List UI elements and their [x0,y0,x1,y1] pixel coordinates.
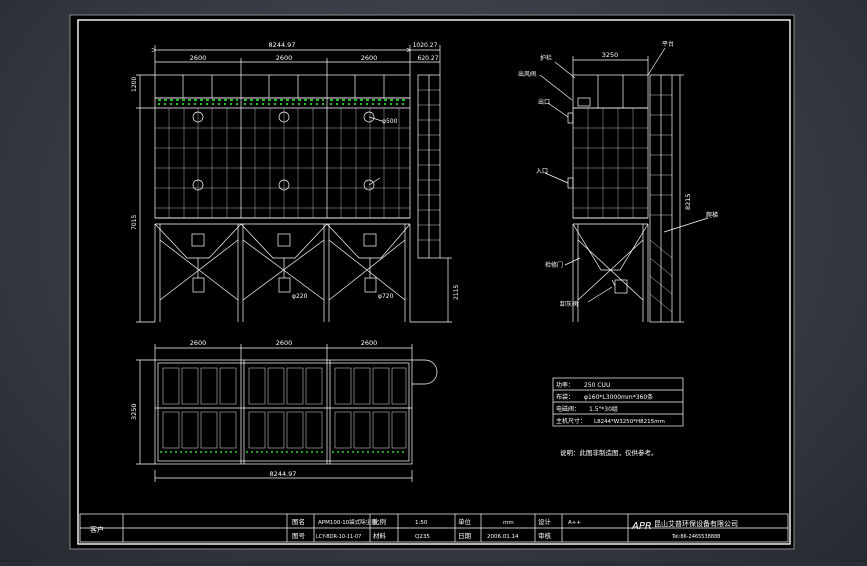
design-value: A++ [568,520,581,526]
front-view [136,45,452,323]
side-label-platform: 平台 [662,40,674,48]
drawing-note: 说明：此图非制造图，仅供参考。 [560,448,658,457]
plan-bay-width: 2600 [361,339,378,347]
spec-table [552,377,684,427]
drawing-name-label: 图名 [292,517,305,526]
unit-value: mm [503,520,514,526]
scale-label: 比例 [373,517,386,526]
front-overall-width: 8244.97 [269,41,296,49]
leg-height: 2115 [453,285,460,300]
client-label: 客户 [90,525,104,534]
spec-label: 电磁阀： [556,405,580,413]
design-label: 设计 [538,517,552,526]
ladder-width: 1020.27 [413,42,438,49]
spec-value: L8244*W3250*H8215mm [594,419,665,425]
spec-value: 250 CUU [584,382,610,389]
total-height: 7015 [131,215,138,230]
side-height: 8215 [684,193,692,210]
side-label-ladder: 爬梯 [706,211,718,219]
date-value: 2006.01.14 [487,534,519,540]
company-name: 昆山艾普环保设备有限公司 [654,519,738,528]
drawing-sheet [69,14,795,550]
top-height: 1200 [131,77,138,92]
side-label-discharge-valve: 卸灰阀 [560,300,578,308]
review-label: 审核 [538,531,552,540]
plan-bay-width: 2600 [190,339,207,347]
nozzle-label: φ500 [382,118,398,125]
company-tel: Tel:86-2465538888 [671,534,720,540]
front-bay-width: 2600 [276,54,293,62]
plan-bay-width: 2600 [276,339,293,347]
plan-view [136,344,438,482]
spec-label: 主机尺寸： [556,417,586,425]
material-value: Q235 [415,534,430,540]
side-label-guardrail: 护栏 [540,54,552,62]
company-logo: APR [631,521,652,532]
front-bay-width: 2600 [190,54,207,62]
side-view [539,47,709,323]
spec-value: φ160*L3000mm*360条 [584,393,653,401]
front-bay-width: 2600 [361,54,378,62]
drawing-no-label: 图号 [292,532,306,540]
outlet-dia: φ720 [378,293,394,300]
side-label-inlet: 入口 [536,168,548,175]
drawing-no: LCY-BDR-10-11-07 [316,534,361,540]
spec-value: 1.5"*30组 [589,405,618,413]
ladder-inner: 620.27 [418,55,439,62]
plan-depth: 3250 [130,403,138,420]
material-label: 材料 [373,531,387,540]
side-label-outlet: 出口 [538,98,550,106]
side-label-air-valve: 出风阀 [518,70,536,78]
title-block [79,513,789,543]
date-label: 日期 [458,532,472,540]
side-label-access-door: 检修门 [545,261,563,269]
side-width: 3250 [602,51,619,59]
outlet-dia: φ220 [292,293,308,300]
unit-label: 单位 [458,517,472,526]
spec-label: 功率： [556,381,574,389]
scale-value: 1:50 [415,520,428,526]
drawing-name: APM100-10袋式除尘器 [318,518,377,526]
plan-overall-width: 8244.97 [270,470,297,478]
spec-label: 布袋： [556,393,574,401]
drawing-border [77,19,791,545]
